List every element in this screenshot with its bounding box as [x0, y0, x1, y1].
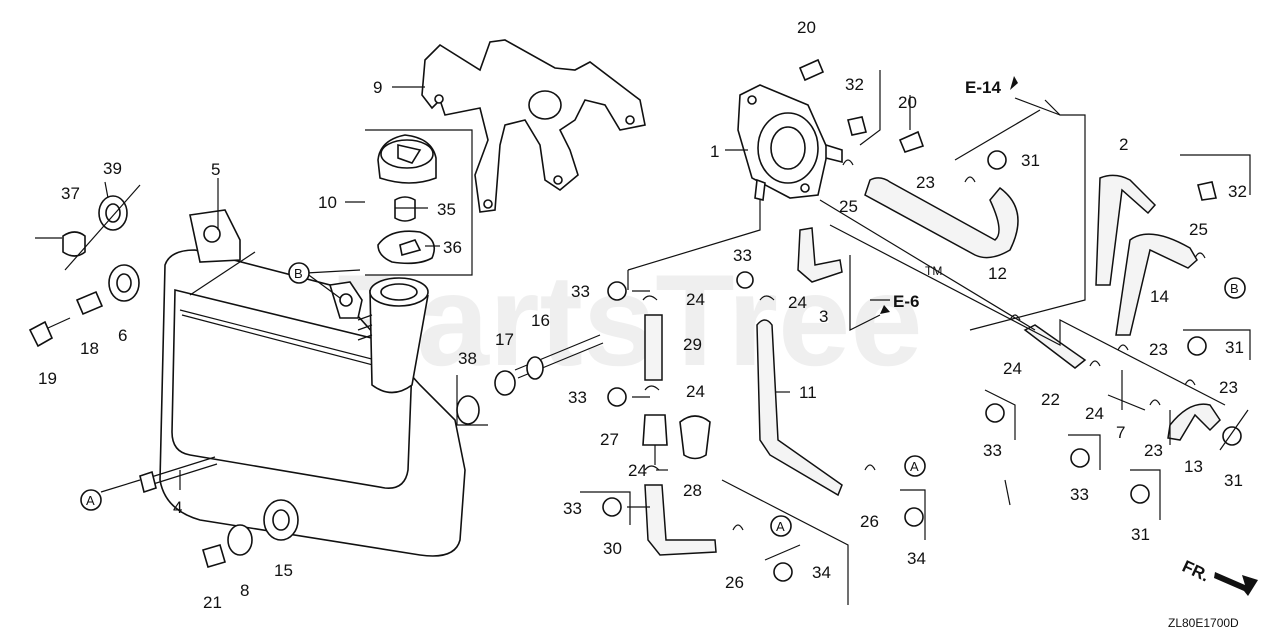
fuel-hoses [644, 174, 1221, 556]
part-label-20b[interactable]: 20 [898, 93, 917, 112]
part-label-29[interactable]: 29 [683, 335, 702, 354]
part-label-24f[interactable]: 24 [1085, 404, 1104, 423]
part-label-24e[interactable]: 24 [1003, 359, 1022, 378]
part-label-33e[interactable]: 33 [983, 441, 1002, 460]
part-label-38[interactable]: 38 [458, 349, 477, 368]
part-label-12[interactable]: 12 [988, 264, 1007, 283]
circle-ref-a-3: A [776, 519, 785, 534]
part-label-22[interactable]: 22 [1041, 390, 1060, 409]
part-label-31b[interactable]: 31 [1225, 338, 1244, 357]
part-labels: 1 2 3 4 5 6 7 8 9 10 11 12 13 14 15 16 1… [38, 18, 1247, 612]
part-label-23c[interactable]: 23 [1219, 378, 1238, 397]
part-label-35[interactable]: 35 [437, 200, 456, 219]
part-label-13[interactable]: 13 [1184, 457, 1203, 476]
part-label-39[interactable]: 39 [103, 159, 122, 178]
part-label-14[interactable]: 14 [1150, 287, 1169, 306]
part-label-3[interactable]: 3 [819, 307, 828, 326]
e6-arrowhead [880, 305, 890, 314]
circle-references: A B A A B [80, 262, 1246, 537]
leader-lines [35, 70, 1251, 605]
part-label-33b[interactable]: 33 [733, 246, 752, 265]
part-label-27[interactable]: 27 [600, 430, 619, 449]
part-label-36[interactable]: 36 [443, 238, 462, 257]
part-label-21[interactable]: 21 [203, 593, 222, 612]
front-direction-arrow: FR. [1179, 557, 1258, 596]
part-label-30[interactable]: 30 [603, 539, 622, 558]
fuel-cap-assembly [365, 129, 473, 276]
fuel-pump [737, 84, 843, 201]
part-label-37[interactable]: 37 [61, 184, 80, 203]
diagram-code: ZL80E1700D [1168, 616, 1239, 630]
part-label-24d[interactable]: 24 [628, 461, 647, 480]
part-label-32b[interactable]: 32 [1228, 182, 1247, 201]
part-label-2[interactable]: 2 [1119, 135, 1128, 154]
part-label-25b[interactable]: 25 [1189, 220, 1208, 239]
circle-ref-a-2: A [910, 459, 919, 474]
part-label-18[interactable]: 18 [80, 339, 99, 358]
part-label-15[interactable]: 15 [274, 561, 293, 580]
fuel-tank [159, 209, 466, 557]
part-label-34a[interactable]: 34 [812, 563, 831, 582]
trademark-mark: TM [925, 264, 942, 278]
part-label-11[interactable]: 11 [799, 383, 817, 402]
small-parts [28, 58, 1242, 582]
part-label-31a[interactable]: 31 [1021, 151, 1040, 170]
part-label-24c[interactable]: 24 [686, 382, 705, 401]
part-label-33d[interactable]: 33 [563, 499, 582, 518]
part-label-4[interactable]: 4 [173, 498, 182, 517]
part-label-23a[interactable]: 23 [916, 173, 935, 192]
circle-ref-b-1: B [294, 266, 303, 281]
part-label-33f[interactable]: 33 [1070, 485, 1089, 504]
part-label-17[interactable]: 17 [495, 330, 514, 349]
part-label-19[interactable]: 19 [38, 369, 57, 388]
part-label-6[interactable]: 6 [118, 326, 127, 345]
part-label-24b[interactable]: 24 [788, 293, 807, 312]
part-label-10[interactable]: 10 [318, 193, 337, 212]
part-label-16[interactable]: 16 [531, 311, 550, 330]
part-label-31d[interactable]: 31 [1131, 525, 1150, 544]
e14-arrowhead [1010, 76, 1018, 90]
part-label-33a[interactable]: 33 [571, 282, 590, 301]
part-label-7[interactable]: 7 [1116, 423, 1125, 442]
fuel-tank-bracket [421, 39, 646, 213]
part-label-9[interactable]: 9 [373, 78, 382, 97]
direction-label: FR. [1179, 557, 1212, 586]
part-label-31c[interactable]: 31 [1224, 471, 1243, 490]
part-label-33c[interactable]: 33 [568, 388, 587, 407]
part-label-23d[interactable]: 23 [1144, 441, 1163, 460]
section-ref-e14[interactable]: E-14 [965, 78, 1001, 97]
part-label-1[interactable]: 1 [710, 142, 719, 161]
part-label-8[interactable]: 8 [240, 581, 249, 600]
part-label-34b[interactable]: 34 [907, 549, 926, 568]
part-label-23b[interactable]: 23 [1149, 340, 1168, 359]
section-ref-e6[interactable]: E-6 [893, 292, 919, 311]
part-label-26a[interactable]: 26 [860, 512, 879, 531]
part-label-20a[interactable]: 20 [797, 18, 816, 37]
part-label-25a[interactable]: 25 [839, 197, 858, 216]
part-label-26b[interactable]: 26 [725, 573, 744, 592]
part-label-28[interactable]: 28 [683, 481, 702, 500]
circle-ref-b-2: B [1230, 281, 1239, 296]
part-label-32a[interactable]: 32 [845, 75, 864, 94]
part-label-5[interactable]: 5 [211, 160, 220, 179]
part-label-24a[interactable]: 24 [686, 290, 705, 309]
circle-ref-a-1: A [86, 493, 95, 508]
